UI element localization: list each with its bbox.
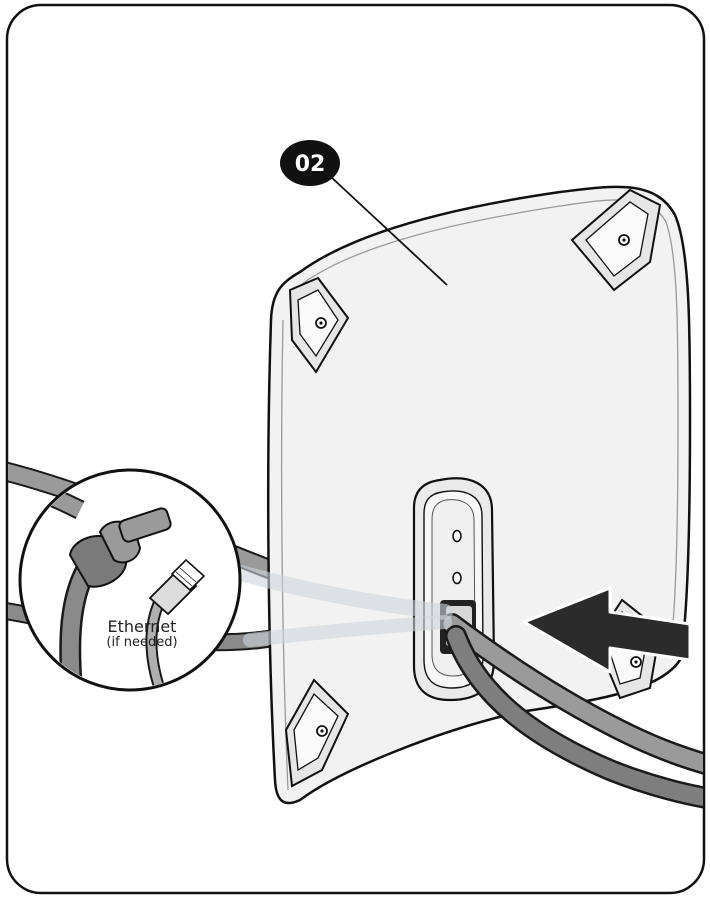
cables-exit (441, 613, 703, 811)
direction-arrow-icon (522, 586, 692, 674)
foot-top-right (570, 188, 662, 292)
callout-note: (if needed) (106, 635, 177, 650)
callout-title: Ethernet (108, 617, 177, 636)
power-plug-icon (68, 507, 172, 588)
ethernet-connector-icon (148, 558, 206, 616)
cable-ghost-lower (243, 615, 452, 647)
cable-ghost-upper (222, 562, 453, 620)
foot-bottom-left (284, 678, 350, 788)
leader-line (329, 175, 448, 286)
panel-edge-highlight (301, 199, 679, 651)
step-number: 02 (295, 152, 326, 177)
foot-top-left (288, 276, 350, 374)
number-badge-icon: 02 (280, 140, 340, 186)
